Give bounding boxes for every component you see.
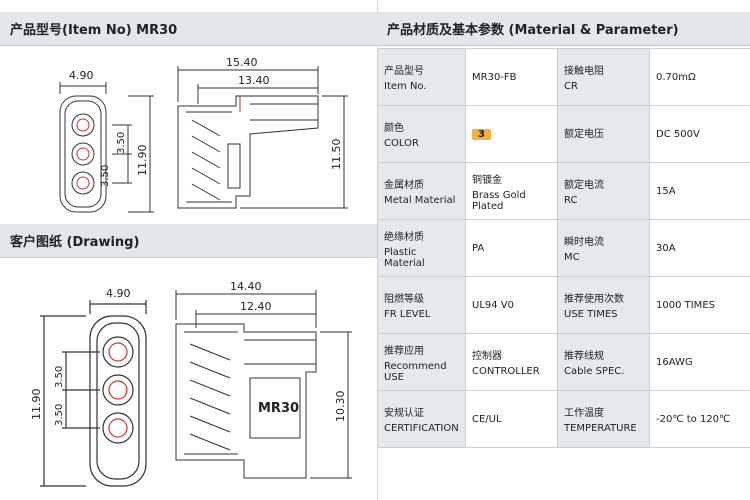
dim-side-height-2: 10.30 [334,391,347,423]
side-view-2 [175,290,352,479]
value-rated-voltage: DC 500V [649,105,750,163]
dim-height-1: 11.90 [136,145,149,177]
drawing-top-svg: 4.90 11.90 3.50 3.50 [59,56,348,213]
label-rated-voltage: 额定电压 [557,105,650,163]
value-temperature: -20℃ to 120℃ [649,390,750,448]
dim-total-len-1: 15.40 [226,56,258,69]
side-marking: MR30 [258,401,299,416]
dim-width-2: 4.90 [106,287,131,300]
dim-pitch-top-1: 3.50 [116,132,127,154]
drawing-top: 4.90 11.90 3.50 3.50 [0,46,377,222]
front-view-2 [40,300,147,487]
dim-body-len-2: 12.40 [240,300,272,313]
value-cr: 0.70mΩ [649,48,750,106]
item-header: 产品型号(Item No) MR30 [0,12,377,46]
value-mc: 30A [649,219,750,277]
dim-body-len-1: 13.40 [238,74,270,87]
value-color: 3 [465,105,558,163]
dim-pitch-bot-2: 3.50 [54,404,65,426]
value-item-no: MR30-FB [465,48,558,106]
front-view [59,82,154,213]
left-panel: 产品型号(Item No) MR30 [0,0,378,500]
drawing-bottom: 4.90 11.90 3.50 3.50 MR30 [0,260,377,495]
dim-pitch-bot-1: 3.50 [100,165,111,187]
value-certification: CE/UL [465,390,558,448]
dim-width-1: 4.90 [69,69,94,82]
drawing-header: 客户图纸 (Drawing) [0,224,377,258]
value-plastic-material: PA [465,219,558,277]
color-badge: 3 [472,128,491,140]
dim-pitch-top-2: 3.50 [54,366,65,388]
value-fr-level: UL94 V0 [465,276,558,334]
drawing-bottom-svg: 4.90 11.90 3.50 3.50 MR30 [30,280,352,487]
dim-total-len-2: 14.40 [230,280,262,293]
dim-side-height-1: 11.50 [330,139,343,171]
parameter-header: 产品材质及基本参数 (Material & Parameter) [377,12,750,46]
side-view [177,66,348,209]
value-rc: 15A [649,162,750,220]
value-cable-spec: 16AWG [649,333,750,391]
dim-height-2: 11.90 [30,389,43,421]
value-use-times: 1000 TIMES [649,276,750,334]
